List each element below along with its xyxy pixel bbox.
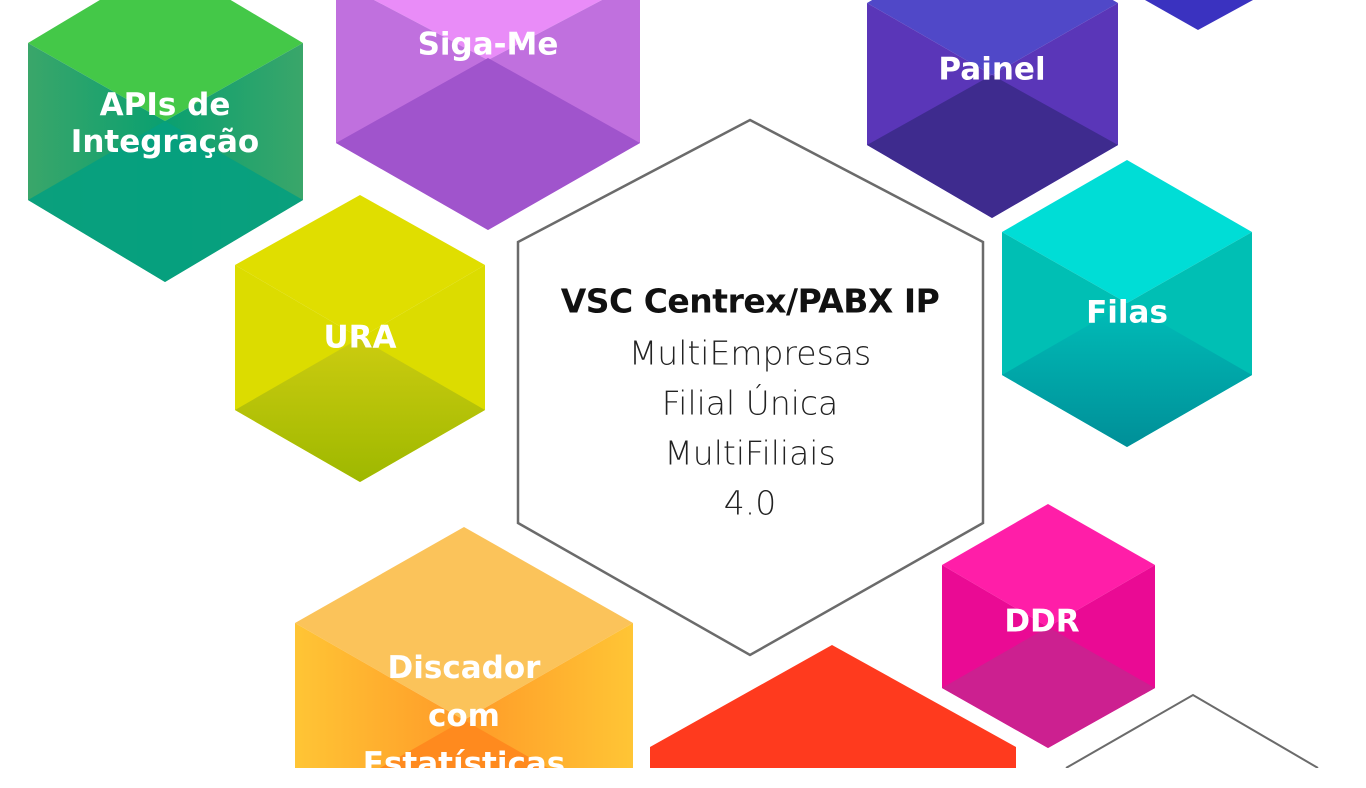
hex-outline-bottom-right	[1065, 693, 1319, 768]
label-filas: Filas	[1086, 294, 1168, 331]
hex-red	[650, 645, 1016, 768]
label-apis-line1: APIs de	[99, 86, 231, 123]
label-discador: Discador com Estatísticas	[363, 644, 565, 788]
label-discador-line2: com	[428, 698, 500, 734]
hex-center-outline	[516, 118, 985, 657]
label-apis-line2: Integração	[70, 124, 260, 160]
center-line-filial-unica: Filial Única	[661, 383, 839, 423]
hex-siga-me[interactable]	[336, 0, 640, 230]
label-siga-me-line1: Siga-Me	[417, 26, 559, 63]
center-line-multiempresas: MultiEmpresas	[628, 333, 872, 373]
label-ura: URA	[323, 319, 396, 356]
center-title: VSC Centrex/PABX IP	[560, 281, 940, 321]
hex-discador[interactable]	[295, 527, 633, 768]
label-filas-line1: Filas	[1086, 294, 1168, 331]
hex-apis-integracao[interactable]	[28, 0, 303, 282]
hexagon-diagram	[28, 0, 1319, 768]
center-line-multifiliais: MultiFiliais	[664, 433, 836, 473]
label-siga-me: Siga-Me	[418, 26, 559, 63]
hex-ddr[interactable]	[942, 504, 1155, 748]
label-painel: Painel	[938, 51, 1045, 88]
center-hex-content: VSC Centrex/PABX IP MultiEmpresas Filial…	[561, 282, 940, 529]
center-line-version: 4.0	[723, 483, 777, 523]
hex-ura[interactable]	[235, 195, 485, 482]
hex-filas[interactable]	[1002, 160, 1252, 447]
label-ddr-line1: DDR	[1004, 603, 1080, 640]
label-discador-line3: Estatísticas	[362, 746, 566, 782]
label-ura-line1: URA	[323, 319, 397, 356]
label-ddr: DDR	[1004, 603, 1079, 640]
label-discador-line1: Discador	[387, 650, 541, 686]
hex-blue-corner	[1145, 0, 1253, 30]
label-apis: APIs de Integração	[71, 87, 259, 161]
label-painel-line1: Painel	[938, 51, 1046, 88]
hex-painel[interactable]	[867, 0, 1118, 218]
